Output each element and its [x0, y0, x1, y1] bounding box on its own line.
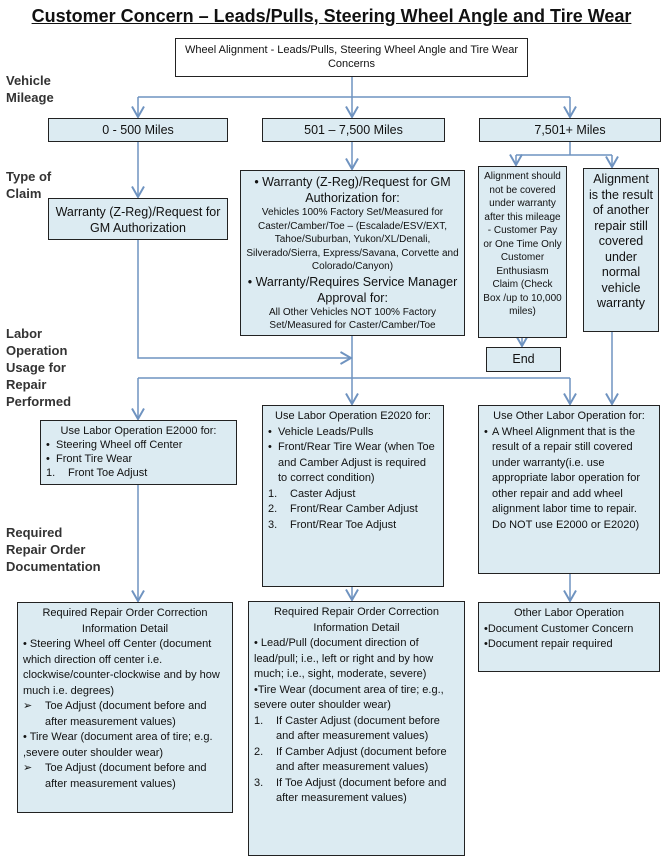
claim-left: Warranty (Z-Reg)/Request for GM Authoriz… — [48, 198, 228, 240]
arrow — [137, 240, 353, 365]
connector — [138, 77, 570, 98]
doc-right-item: Document Customer Concern — [487, 622, 634, 635]
doc-left-item: Toe Adjust (document before and after me… — [45, 700, 207, 728]
doc-left-title: Required Repair Order Correction Informa… — [42, 607, 208, 635]
e2020-item: Front/Rear Toe Adjust — [290, 518, 397, 531]
e2020-item: Vehicle Leads/Pulls — [278, 425, 374, 438]
connector — [138, 336, 570, 379]
e2000-item: Front Toe Adjust — [68, 467, 148, 479]
claim-mid: • Warranty (Z-Reg)/Request for GM Author… — [240, 170, 465, 336]
e2020-item: Front/Rear Tire Wear (when Toe and Cambe… — [278, 441, 435, 484]
doc-right-title: Other Labor Operation — [513, 607, 625, 619]
other-labor-title: Use Other Labor Operation for: — [493, 410, 645, 422]
claim-customer-pay: Alignment should not be covered under wa… — [478, 166, 567, 338]
doc-right-box: Other Labor Operation •Document Customer… — [478, 602, 660, 672]
doc-mid-item: If Camber Adjust (document before and af… — [276, 745, 447, 774]
label-labor-operation: Labor Operation Usage for Repair Perform… — [6, 326, 72, 409]
doc-mid-box: Required Repair Order Correction Informa… — [248, 601, 465, 856]
top-box: Wheel Alignment - Leads/Pulls, Steering … — [175, 38, 528, 77]
claim-mid-heading-1: • Warranty (Z-Reg)/Request for GM Author… — [254, 175, 451, 205]
other-labor-item: A Wheel Alignment that is the result of … — [492, 425, 640, 531]
mileage-7501-plus: 7,501+ Miles — [479, 118, 661, 142]
e2000-title: Use Labor Operation E2000 for: — [60, 425, 217, 437]
e2000-item: Front Tire Wear — [56, 453, 133, 465]
doc-left-box: Required Repair Order Correction Informa… — [17, 602, 233, 813]
e2020-title: Use Labor Operation E2020 for: — [275, 410, 431, 422]
mileage-501-7500: 501 – 7,500 Miles — [262, 118, 445, 142]
doc-mid-item: Lead/Pull (document direction of lead/pu… — [254, 637, 434, 680]
connector — [516, 142, 612, 156]
page-title: Customer Concern – Leads/Pulls, Steering… — [31, 6, 632, 26]
claim-mid-text-1: Vehicles 100% Factory Set/Measured for C… — [246, 207, 459, 272]
claim-mid-text-2: All Other Vehicles NOT 100% Factory Set/… — [268, 306, 437, 332]
label-type-of-claim: Type of Claim — [6, 169, 52, 201]
mileage-0-500: 0 - 500 Miles — [48, 118, 228, 142]
label-required-docs: Required Repair Order Documentation — [6, 525, 101, 574]
doc-mid-item: If Toe Adjust (document before and after… — [276, 776, 447, 805]
end-box: End — [486, 347, 561, 372]
label-vehicle-mileage: Vehicle Mileage — [6, 73, 54, 105]
doc-mid-item: If Caster Adjust (document before and af… — [276, 714, 440, 743]
doc-right-item: Document repair required — [487, 638, 613, 650]
doc-left-item: Toe Adjust (document before and after me… — [45, 762, 207, 790]
claim-other-repair: Alignment is the result of another repai… — [583, 168, 659, 332]
claim-mid-heading-2: • Warranty/Requires Service Manager Appr… — [247, 274, 458, 305]
doc-left-item: Steering Wheel off Center (document whic… — [23, 638, 220, 697]
e2000-box: Use Labor Operation E2000 for: •Steering… — [40, 420, 237, 485]
other-labor-box: Use Other Labor Operation for: •A Wheel … — [478, 405, 660, 574]
e2020-item: Caster Adjust — [290, 487, 356, 500]
doc-mid-title: Required Repair Order Correction Informa… — [273, 606, 440, 634]
e2020-box: Use Labor Operation E2020 for: •Vehicle … — [262, 405, 444, 587]
doc-left-item: Tire Wear (document area of tire; e.g. ,… — [23, 731, 213, 759]
e2000-item: Steering Wheel off Center — [56, 439, 183, 451]
e2020-item: Front/Rear Camber Adjust — [290, 503, 418, 515]
doc-mid-item: Tire Wear (document area of tire; e.g., … — [254, 683, 444, 712]
